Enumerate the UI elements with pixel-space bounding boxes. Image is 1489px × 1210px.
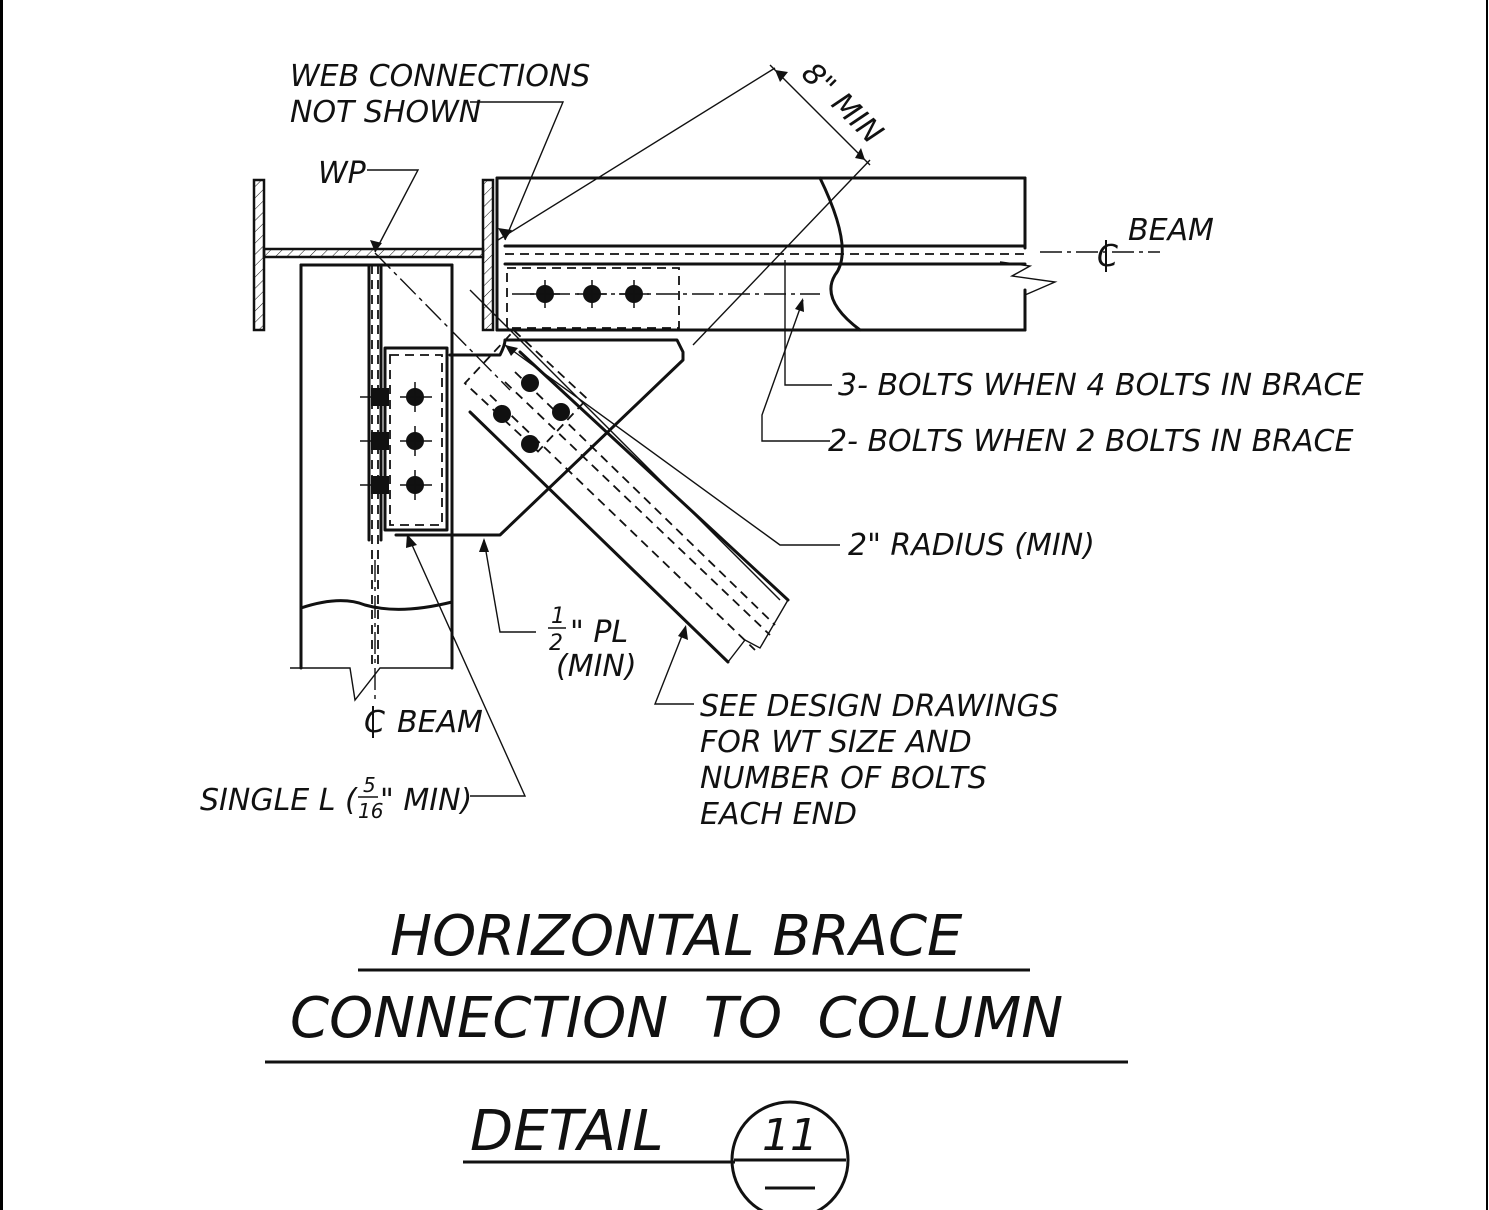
beam-down-break [299, 599, 454, 611]
label-radius: 2" RADIUS (MIN) [848, 528, 1095, 563]
beam-break-symbol [999, 261, 1058, 296]
column-web [262, 247, 485, 259]
label-beam-top: BEAM [1128, 213, 1214, 248]
detail-bubble: 11 [730, 1100, 850, 1210]
weld-1 [371, 388, 389, 406]
brace-bolt-2 [493, 405, 511, 423]
brace-bolt-group [463, 329, 589, 453]
svg-text:5: 5 [363, 773, 376, 797]
centerline-symbol-top: C [1097, 239, 1118, 274]
label-single-angle: SINGLE L ( 5 16 " MIN) [200, 773, 472, 823]
title-line-3: DETAIL [470, 1099, 664, 1164]
beam-down [290, 263, 454, 702]
svg-text:16: 16 [358, 799, 383, 823]
centerline-symbol-bottom: C [364, 705, 385, 740]
label-bolts-4: 3- BOLTS WHEN 4 BOLTS IN BRACE [838, 368, 1363, 403]
label-web-connections-1: WEB CONNECTIONS [290, 59, 590, 94]
label-see-design-3: NUMBER OF BOLTS [700, 761, 987, 796]
title-line-1: HORIZONTAL BRACE [390, 904, 963, 969]
svg-text:" PL: " PL [570, 615, 628, 650]
weld-2 [371, 432, 389, 450]
wt-brace [463, 289, 790, 664]
label-plate: 1 2 " PL (MIN) [548, 604, 637, 684]
column-section [252, 178, 495, 332]
label-see-design-2: FOR WT SIZE AND [700, 725, 972, 760]
min-dimension [497, 64, 871, 346]
brace-bolt-4 [521, 435, 539, 453]
brace-bolt-3 [552, 403, 570, 421]
svg-text:1: 1 [551, 604, 565, 629]
label-bolts-2: 2- BOLTS WHEN 2 BOLTS IN BRACE [828, 424, 1353, 459]
label-web-connections-2: NOT SHOWN [290, 95, 481, 130]
svg-text:C: C [364, 705, 385, 740]
title-line-2: CONNECTION TO COLUMN [290, 986, 1063, 1051]
gusset-plate [394, 338, 685, 537]
label-see-design-4: EACH END [700, 797, 857, 832]
svg-text:(MIN): (MIN) [556, 649, 637, 684]
bolts [360, 280, 649, 500]
leaders [367, 101, 840, 797]
svg-text:2: 2 [549, 631, 563, 656]
work-point-line [374, 252, 511, 391]
beam-right [495, 176, 1160, 332]
beam-break-line [818, 176, 862, 332]
label-see-design-1: SEE DESIGN DRAWINGS [700, 689, 1059, 724]
svg-text:SINGLE L (: SINGLE L ( [200, 783, 358, 818]
column-flange-left [252, 178, 266, 332]
detail-number: 11 [762, 1110, 818, 1161]
svg-text:" MIN): " MIN) [380, 783, 472, 818]
label-wp: WP [318, 156, 367, 191]
beam-clip-angle [506, 267, 680, 329]
brace-bolt-1 [521, 374, 539, 392]
weld-3 [371, 476, 389, 494]
svg-text:C: C [1097, 239, 1118, 274]
label-beam-bottom: BEAM [397, 705, 483, 740]
